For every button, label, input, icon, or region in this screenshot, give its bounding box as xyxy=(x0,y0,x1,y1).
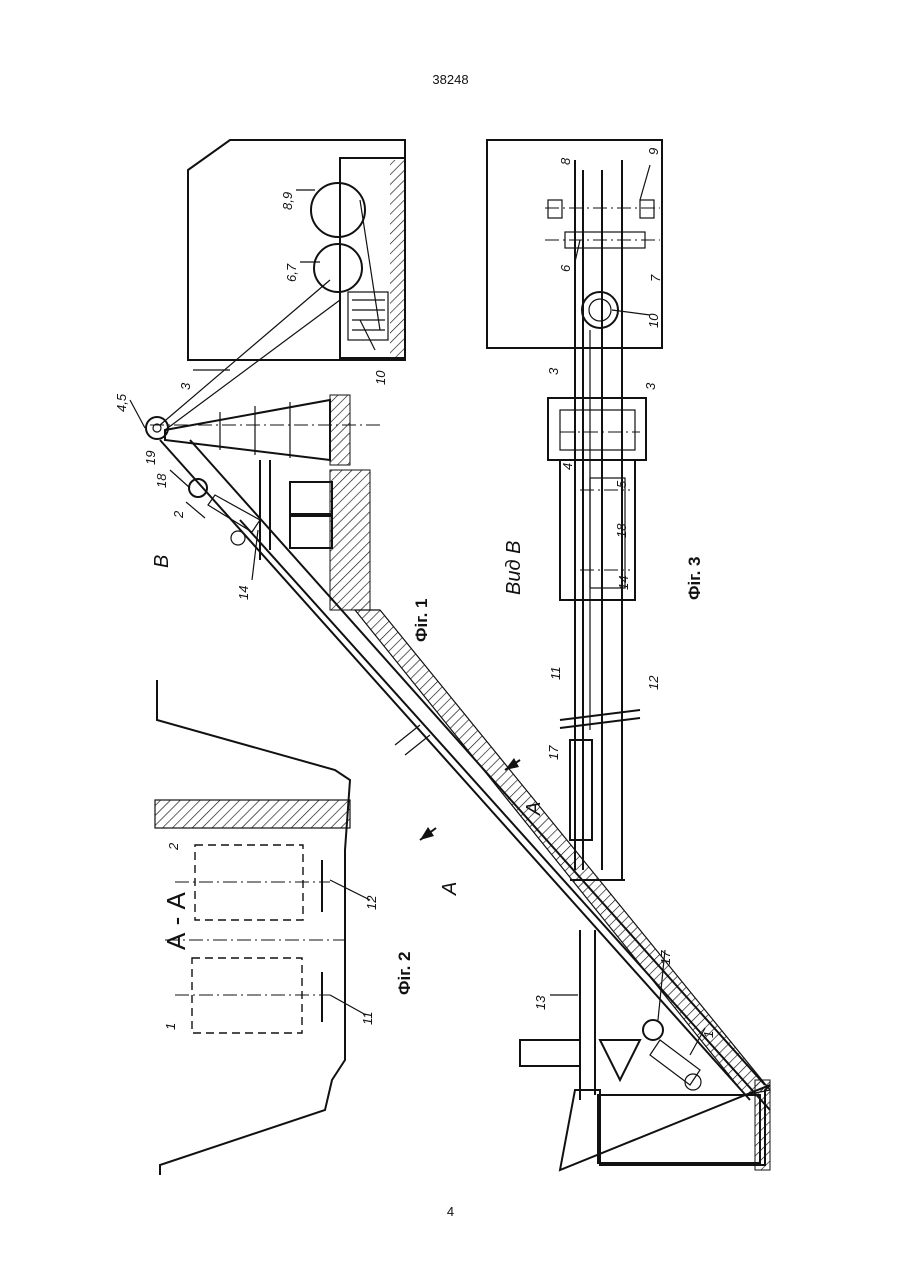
drum-8-9 xyxy=(311,183,365,237)
fig3-callout-18: 18 xyxy=(614,523,629,538)
fig2-callout-12: 12 xyxy=(364,895,379,910)
bottom-pit xyxy=(560,1085,770,1170)
fig1-drawing xyxy=(146,140,770,1170)
callout-4-5: 4,5 xyxy=(114,393,129,412)
carriage-17-wheel xyxy=(643,1020,663,1040)
fig3-caption: Фіг. 3 xyxy=(685,556,704,600)
fig3-callout-12: 12 xyxy=(646,675,661,690)
bottom-cylinder xyxy=(520,1040,580,1066)
fig3-callout-6: 6 xyxy=(558,264,573,272)
fig3-callout-9: 9 xyxy=(646,148,661,155)
fig3-frame-4-5 xyxy=(548,398,646,460)
head-tower xyxy=(165,400,330,460)
callout-10: 10 xyxy=(373,370,388,385)
callout-18: 18 xyxy=(154,473,169,488)
callout-13: 13 xyxy=(533,995,548,1010)
fig3-cylinder-17 xyxy=(570,740,592,840)
fig3-drawing xyxy=(487,140,662,880)
head-sheave-19 xyxy=(146,417,168,439)
fig1-caption: Фіг. 1 xyxy=(412,598,431,642)
incline-rail-top xyxy=(160,440,750,1100)
fig2-callout-2: 2 xyxy=(166,842,181,851)
callout-2: 2 xyxy=(171,510,186,519)
section-label: А - А xyxy=(161,892,191,950)
fig3-callout-7: 7 xyxy=(648,274,663,282)
fig3-callout-11: 11 xyxy=(548,667,563,681)
cut-marker-a-top: А xyxy=(523,802,545,816)
callout-17: 17 xyxy=(658,950,673,965)
drum-6-7 xyxy=(314,244,362,292)
fig3-callout-8: 8 xyxy=(558,157,573,165)
callout-3: 3 xyxy=(178,382,193,390)
fig2-callout-1: 1 xyxy=(163,1023,178,1030)
hatched-wall-top xyxy=(390,160,405,360)
fig3-callout-4: 4 xyxy=(560,463,575,470)
fig2-hatched-strip xyxy=(155,800,350,828)
fig3-callout-17: 17 xyxy=(546,745,561,760)
callout-14: 14 xyxy=(236,586,251,600)
callout-19: 19 xyxy=(143,451,158,465)
fig3-callout-5: 5 xyxy=(614,480,629,488)
callout-8-9: 8,9 xyxy=(280,192,295,210)
view-label: Вид В xyxy=(503,541,525,595)
fig3-callout-3b: 3 xyxy=(643,382,658,390)
fig2-caption: Фіг. 2 xyxy=(395,951,414,995)
fig3-callout-3: 3 xyxy=(546,367,561,375)
fig3-callout-14: 14 xyxy=(616,576,631,590)
callout-6-7: 6,7 xyxy=(284,263,299,282)
incline-ground xyxy=(355,610,770,1095)
view-marker-b: В xyxy=(151,555,173,568)
cut-marker-a-bottom: А xyxy=(439,882,461,896)
